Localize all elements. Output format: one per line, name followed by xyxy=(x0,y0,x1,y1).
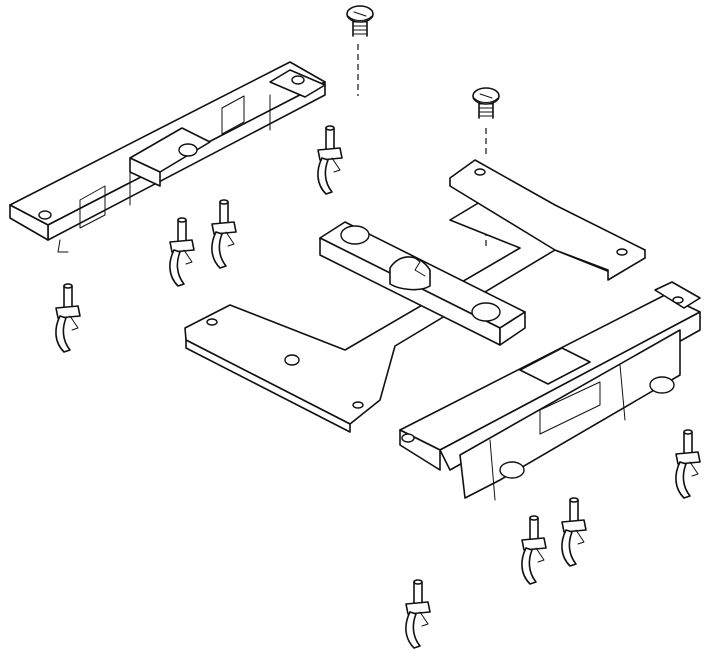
brake-shoe xyxy=(317,125,343,195)
bolster xyxy=(319,221,526,346)
brake-shoe xyxy=(169,217,195,287)
brake-shoe xyxy=(675,429,701,499)
brake-shoe xyxy=(561,497,587,567)
screw-top xyxy=(346,5,374,96)
brake-shoe xyxy=(521,515,547,585)
brake-shoe xyxy=(55,283,81,353)
h-frame-plate xyxy=(184,159,646,433)
left-side-frame xyxy=(9,61,326,253)
brake-shoe xyxy=(211,199,237,269)
brake-shoe xyxy=(405,579,431,649)
right-side-frame xyxy=(399,281,701,501)
